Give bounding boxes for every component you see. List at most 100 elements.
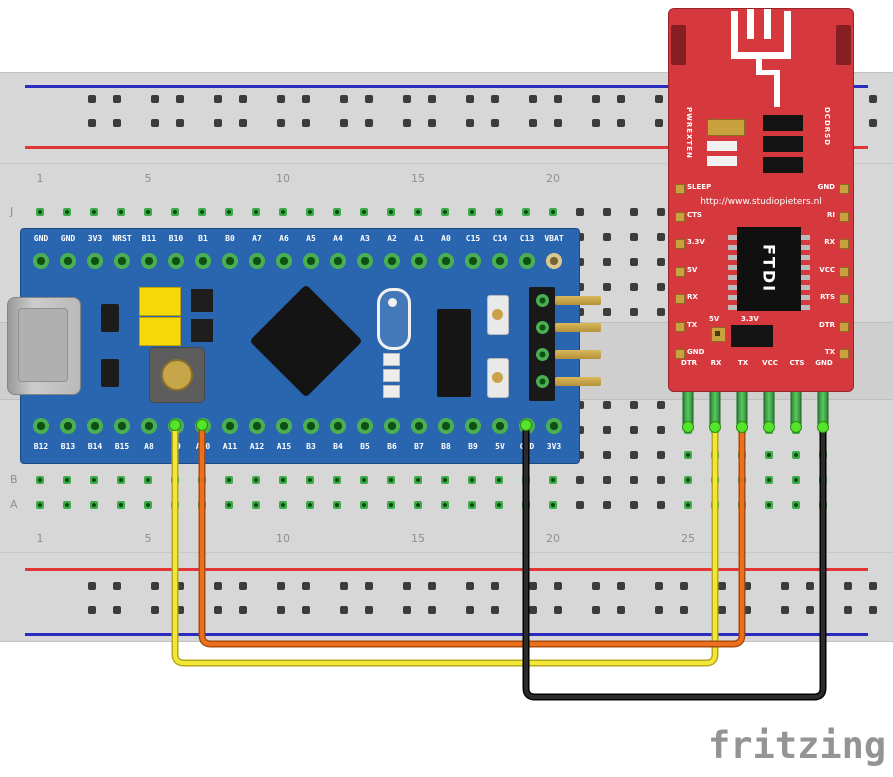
breadboard-hole bbox=[738, 476, 746, 484]
bus-hole bbox=[491, 119, 499, 127]
breadboard-hole bbox=[576, 308, 584, 316]
bluepill-bottom-pad bbox=[545, 417, 563, 435]
breadboard-seam bbox=[0, 163, 893, 164]
bus-hole bbox=[340, 606, 348, 614]
breadboard-hole bbox=[792, 501, 800, 509]
breadboard-hole bbox=[684, 501, 692, 509]
breadboard-hole bbox=[819, 501, 827, 509]
breadboard-hole bbox=[549, 501, 557, 509]
bluepill-top-pin-label: A5 bbox=[306, 234, 316, 243]
bluepill-top-pad bbox=[221, 252, 239, 270]
bluepill-bottom-pin-label: B15 bbox=[114, 442, 130, 451]
breadboard-hole bbox=[630, 308, 638, 316]
breadboard-hole bbox=[630, 258, 638, 266]
bus-hole bbox=[365, 119, 373, 127]
swd-pad bbox=[536, 348, 549, 361]
bus-hole bbox=[113, 119, 121, 127]
breadboard-hole bbox=[90, 476, 98, 484]
bus-hole bbox=[302, 95, 310, 103]
connection-dot bbox=[682, 421, 694, 433]
ftdi-bottom-pin-label: CTS bbox=[789, 359, 805, 367]
ftdi-left-pin-label: TX bbox=[687, 320, 698, 329]
breadboard-hole bbox=[711, 501, 719, 509]
bus-hole bbox=[869, 95, 877, 103]
breadboard-hole bbox=[306, 208, 314, 216]
bluepill-bottom-pin-label: B12 bbox=[33, 442, 49, 451]
bus-hole bbox=[113, 582, 121, 590]
rail-top-neg bbox=[25, 85, 868, 88]
bluepill-bottom-pin-label: A10 bbox=[195, 442, 211, 451]
bus-hole bbox=[869, 606, 877, 614]
ftdi-left-pin-label: RX bbox=[687, 293, 698, 301]
breadboard-hole bbox=[657, 208, 665, 216]
breadboard-hole bbox=[522, 476, 530, 484]
bus-hole bbox=[340, 582, 348, 590]
breadboard-hole bbox=[630, 401, 638, 409]
breadboard-hole bbox=[738, 451, 746, 459]
bus-hole bbox=[617, 95, 625, 103]
bluepill-bottom-pin-label: B7 bbox=[414, 442, 424, 451]
breadboard-hole bbox=[252, 501, 260, 509]
chip-pin bbox=[801, 235, 810, 240]
ftdi-board[interactable]: http://www.studiopieters.nl PWREXTEN DCD… bbox=[668, 8, 854, 392]
breadboard-hole bbox=[36, 208, 44, 216]
breadboard-hole bbox=[144, 208, 152, 216]
bluepill-top-pad bbox=[167, 252, 185, 270]
usb-plug-glyph bbox=[731, 52, 791, 59]
bus-hole bbox=[844, 606, 852, 614]
connection-dot bbox=[817, 421, 829, 433]
bus-hole bbox=[176, 119, 184, 127]
breadboard-hole bbox=[576, 208, 584, 216]
reset-button bbox=[149, 347, 205, 403]
bluepill-top-pad bbox=[518, 252, 536, 270]
bus-hole bbox=[277, 119, 285, 127]
bluepill-top-pad bbox=[356, 252, 374, 270]
usb-plug-glyph bbox=[731, 11, 738, 59]
bluepill-top-pad bbox=[464, 252, 482, 270]
breadboard-hole bbox=[387, 208, 395, 216]
bluepill-bottom-pad bbox=[248, 417, 266, 435]
bus-hole bbox=[592, 119, 600, 127]
breadboard-hole bbox=[333, 476, 341, 484]
jumper-pin-block bbox=[191, 319, 213, 342]
breadboard-hole bbox=[279, 501, 287, 509]
breadboard-hole bbox=[414, 208, 422, 216]
bus-hole bbox=[466, 95, 474, 103]
bluepill-top-pad bbox=[86, 252, 104, 270]
breadboard-hole bbox=[441, 476, 449, 484]
ftdi-right-vertical-label: DCDRSD bbox=[823, 107, 831, 147]
bus-hole bbox=[176, 95, 184, 103]
bus-hole bbox=[869, 582, 877, 590]
bus-hole bbox=[113, 95, 121, 103]
usb-trace bbox=[774, 70, 780, 107]
breadboard-hole bbox=[495, 208, 503, 216]
breadboard-hole bbox=[576, 233, 584, 241]
breadboard-hole bbox=[90, 501, 98, 509]
breadboard-hole bbox=[144, 476, 152, 484]
bluepill-bottom-pin-label: GND bbox=[519, 442, 535, 451]
breadboard-hole bbox=[333, 501, 341, 509]
ftdi-left-pin-label: 5V bbox=[687, 265, 698, 274]
bluepill-bottom-pin-label: B9 bbox=[468, 442, 478, 451]
breadboard-hole bbox=[495, 501, 503, 509]
bluepill-top-pad bbox=[383, 252, 401, 270]
breadboard-hole bbox=[198, 476, 206, 484]
breadboard-hole bbox=[576, 258, 584, 266]
breadboard-hole bbox=[63, 208, 71, 216]
bluepill-top-pad bbox=[329, 252, 347, 270]
ftdi-right-pad bbox=[839, 266, 849, 277]
bluepill-bottom-pin-label: 5V bbox=[495, 442, 505, 451]
bus-hole bbox=[113, 606, 121, 614]
ftdi-bottom-pin-label: GND bbox=[815, 359, 833, 367]
bus-hole bbox=[680, 582, 688, 590]
connection-dot bbox=[520, 419, 532, 431]
chip-pin bbox=[728, 295, 737, 300]
chip-pin bbox=[728, 275, 737, 280]
bus-hole bbox=[680, 606, 688, 614]
ftdi-left-pad bbox=[675, 266, 685, 277]
bus-hole bbox=[655, 606, 663, 614]
row-letter: A bbox=[10, 498, 18, 511]
usb-plug-glyph bbox=[747, 9, 754, 39]
bus-hole bbox=[617, 606, 625, 614]
